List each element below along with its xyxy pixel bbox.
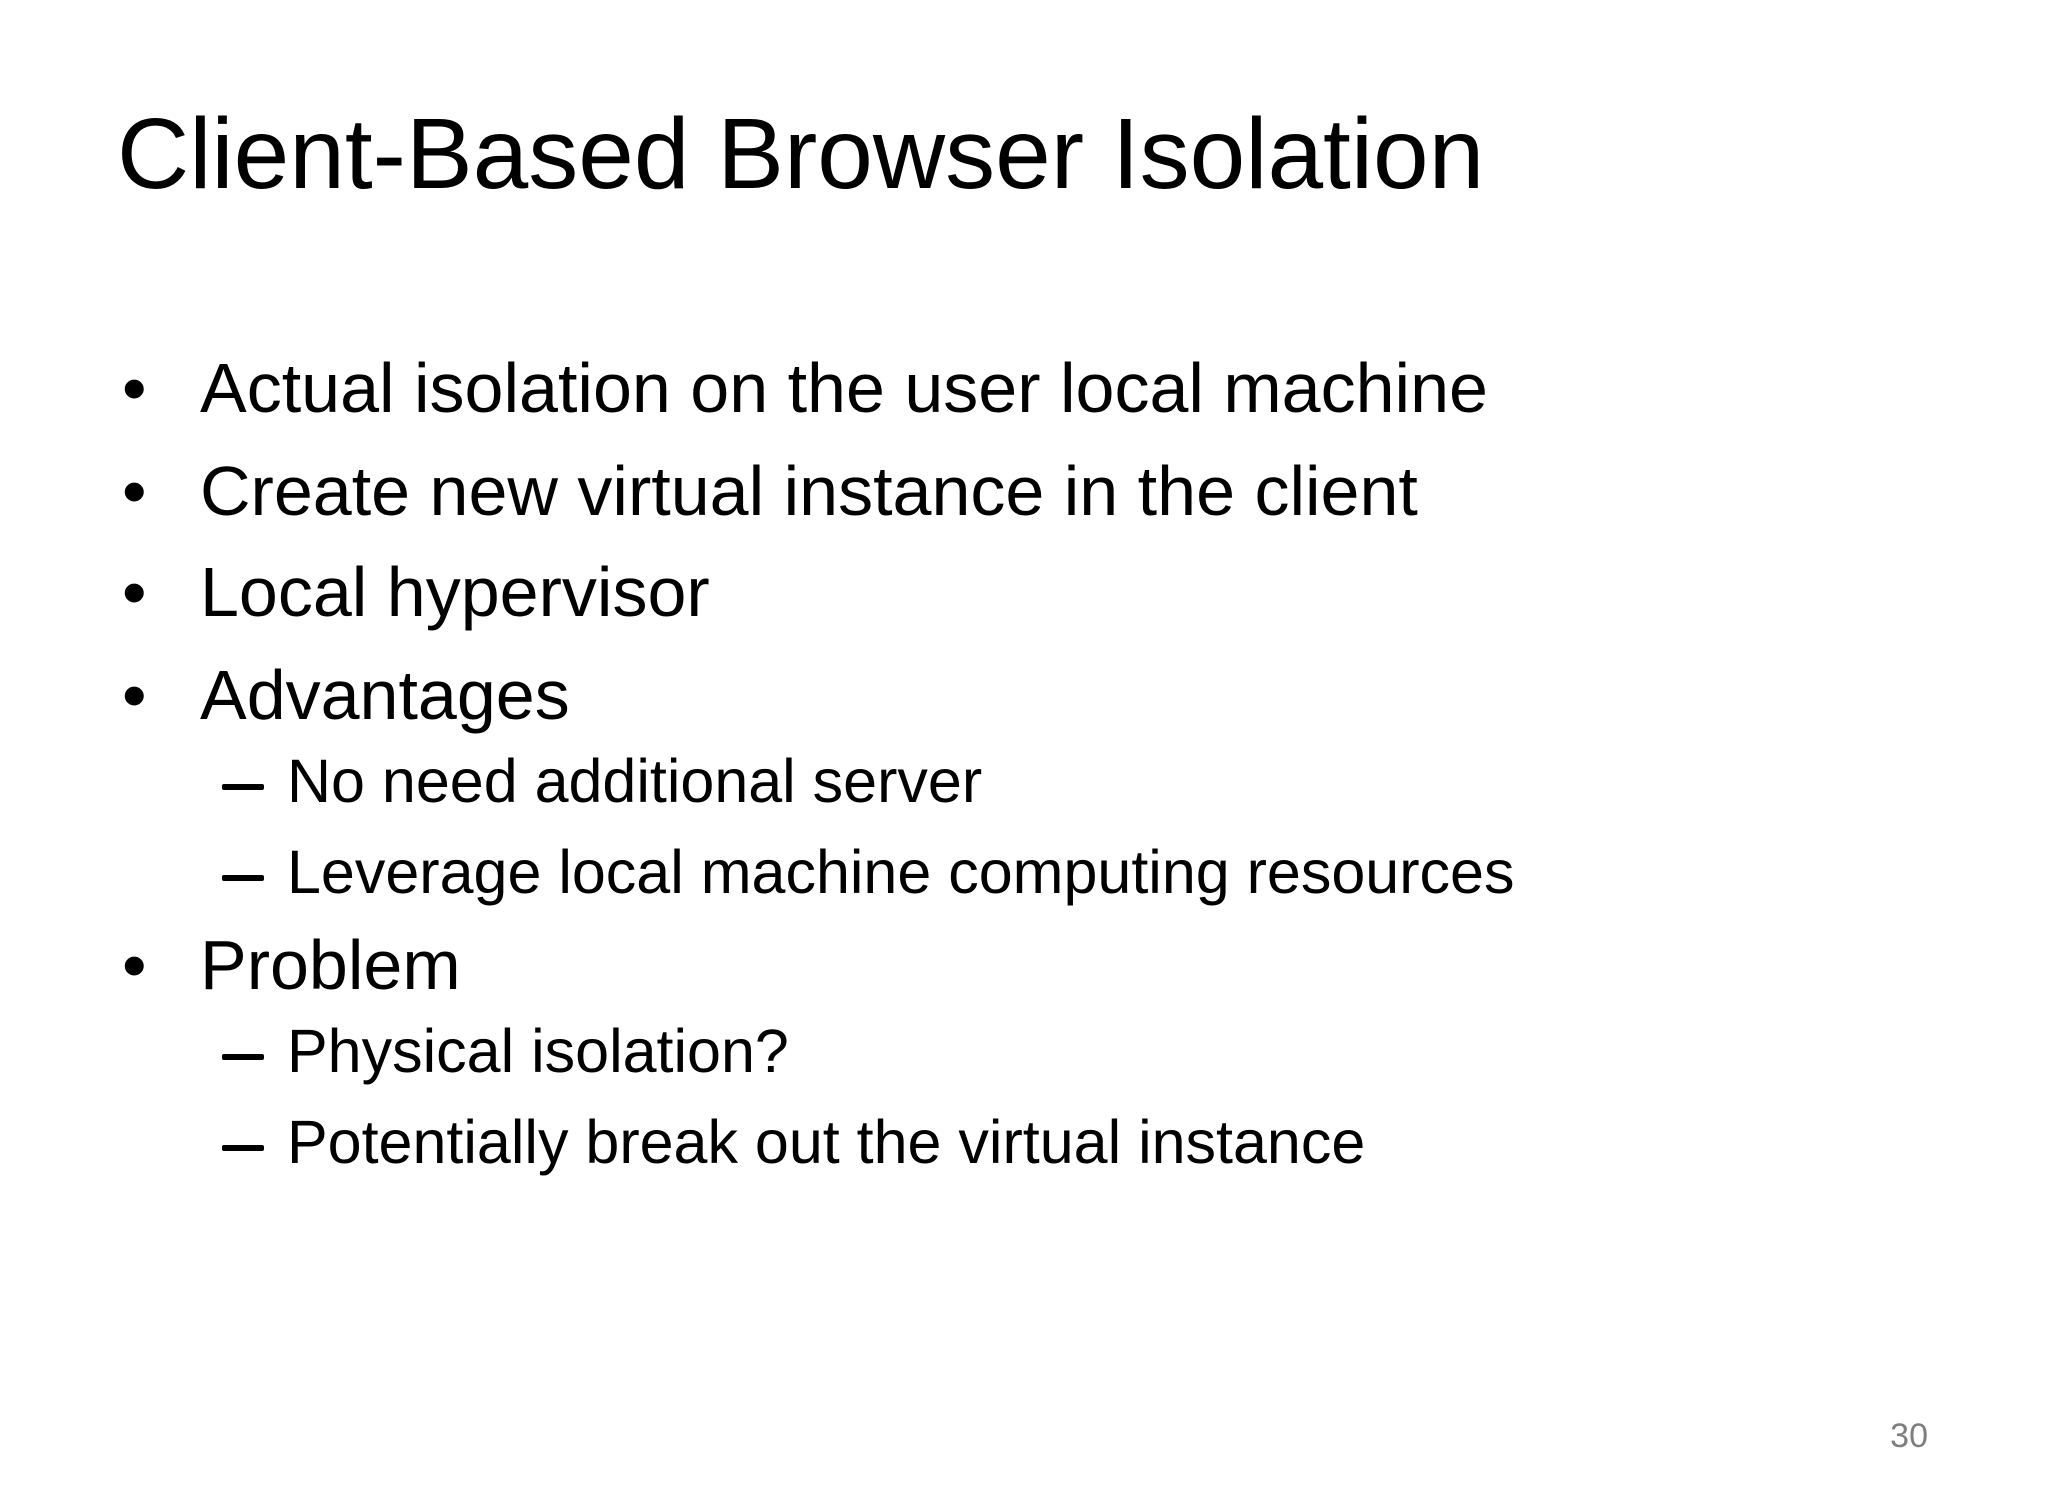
- dash-bullet-marker: [222, 1145, 264, 1151]
- bullet-dot-marker: •: [122, 926, 147, 1004]
- dash-bullet-marker: [222, 784, 264, 790]
- sub-bullet-text: Potentially break out the virtual instan…: [287, 1108, 1366, 1176]
- sub-bullet-text: Physical isolation?: [287, 1017, 789, 1085]
- dash-bullet-marker: [222, 1054, 264, 1060]
- bullet-text: Actual isolation on the user local machi…: [200, 349, 1488, 427]
- sub-bullet-text: No need additional server: [287, 747, 983, 815]
- bullet-item: • Create new virtual instance in the cli…: [0, 440, 2048, 543]
- sub-bullet-item: No need additional server: [0, 736, 2048, 827]
- bullet-item: • Advantages: [0, 644, 2048, 747]
- sub-bullet-item: Physical isolation?: [0, 1006, 2048, 1097]
- bullet-text: Advantages: [200, 656, 570, 734]
- slide-title: Client-Based Browser Isolation: [117, 98, 1485, 210]
- dash-bullet-marker: [222, 875, 264, 881]
- sub-bullet-item: Leverage local machine computing resourc…: [0, 827, 2048, 918]
- bullet-item: • Actual isolation on the user local mac…: [0, 337, 2048, 440]
- bullet-text: Local hypervisor: [200, 553, 710, 631]
- bullet-item: • Local hypervisor: [0, 541, 2048, 644]
- bullet-text: Create new virtual instance in the clien…: [200, 452, 1418, 530]
- sub-bullet-item: Potentially break out the virtual instan…: [0, 1097, 2048, 1188]
- sub-bullet-text: Leverage local machine computing resourc…: [287, 838, 1515, 906]
- bullet-dot-marker: •: [122, 656, 147, 734]
- page-number: 30: [1890, 1417, 1928, 1455]
- bullet-dot-marker: •: [122, 349, 147, 427]
- bullet-dot-marker: •: [122, 452, 147, 530]
- bullet-item: • Problem: [0, 914, 2048, 1017]
- bullet-text: Problem: [200, 926, 461, 1004]
- bullet-dot-marker: •: [122, 553, 147, 631]
